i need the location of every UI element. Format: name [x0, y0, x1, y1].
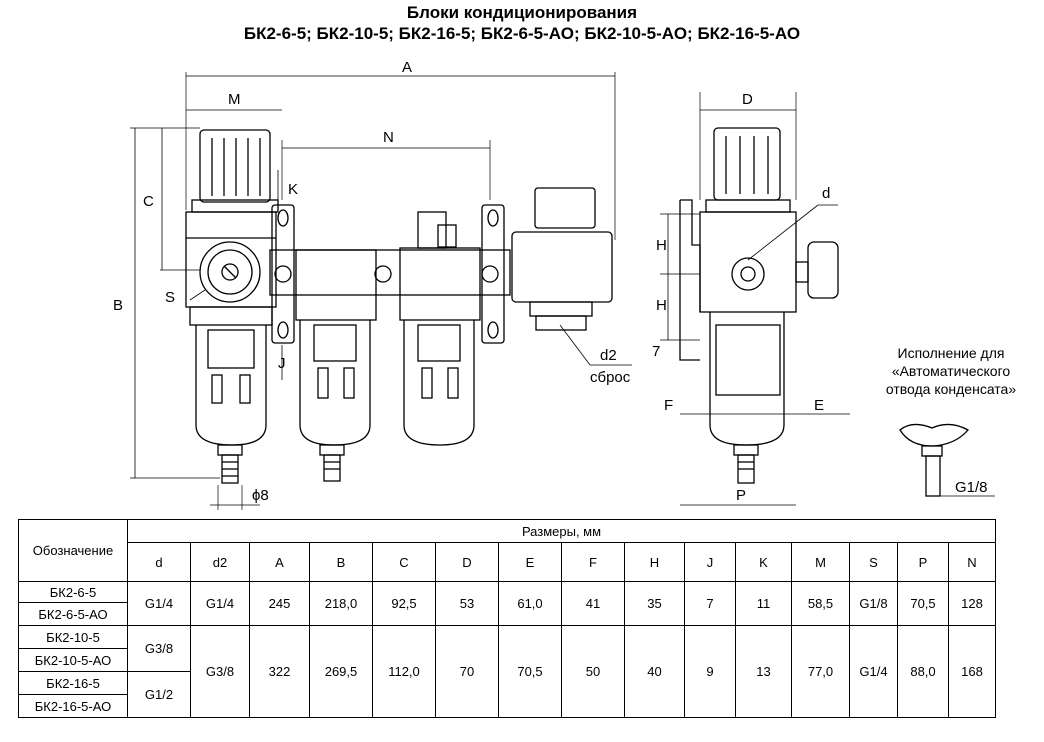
technical-drawing: A M N K C B S J ϕ8 d2 сброс D d H H 7 F … — [113, 59, 995, 510]
cell-D: 70 — [435, 625, 499, 718]
cell-A: 245 — [249, 581, 310, 626]
dim-M-label: M — [228, 91, 241, 108]
dim-K-label: K — [288, 181, 298, 198]
page-title: Блоки кондиционирования — [406, 3, 638, 22]
front-view — [130, 72, 632, 510]
designation-cell: БК2-6-5-АО — [18, 602, 128, 626]
col-header-N: N — [948, 542, 996, 582]
dim-B-label: B — [113, 297, 123, 314]
dim-F-label: F — [664, 397, 673, 414]
dim-7-label: 7 — [652, 343, 660, 360]
cell-P: 70,5 — [897, 581, 949, 626]
cell-D: 53 — [435, 581, 499, 626]
variant-note-line1: Исполнение для — [897, 345, 1005, 361]
cell-d: G3/8 — [127, 625, 191, 672]
col-header-F: F — [561, 542, 625, 582]
cell-M: 77,0 — [791, 625, 850, 718]
dim-phi8-label: ϕ8 — [252, 487, 269, 504]
drain-detail — [899, 423, 995, 497]
cell-B: 269,5 — [309, 625, 373, 718]
cell-H: 35 — [624, 581, 685, 626]
cell-N: 128 — [948, 581, 996, 626]
sizes-header: Размеры, мм — [127, 519, 996, 543]
cell-E: 70,5 — [498, 625, 562, 718]
dim-N-label: N — [383, 129, 394, 146]
variant-note-line2: «Автоматического — [891, 363, 1011, 379]
cell-F: 50 — [561, 625, 625, 718]
cell-d2: G1/4 — [190, 581, 250, 626]
dim-G18-label: G1/8 — [955, 479, 988, 496]
col-header-A: A — [249, 542, 310, 582]
cell-M: 58,5 — [791, 581, 850, 626]
cell-J: 9 — [684, 625, 736, 718]
col-header-K: K — [735, 542, 792, 582]
dim-d2-label: d2 — [600, 347, 617, 364]
col-header-S: S — [849, 542, 898, 582]
dim-d-label: d — [822, 185, 830, 202]
cell-S: G1/4 — [849, 625, 898, 718]
cell-H: 40 — [624, 625, 685, 718]
cell-S: G1/8 — [849, 581, 898, 626]
cell-K: 13 — [735, 625, 792, 718]
dim-S-label: S — [165, 289, 175, 306]
cell-K: 11 — [735, 581, 792, 626]
col-header-P: P — [897, 542, 949, 582]
col-header-J: J — [684, 542, 736, 582]
side-view — [660, 92, 850, 506]
designation-header: Обозначение — [18, 519, 128, 582]
col-header-E: E — [498, 542, 562, 582]
col-header-M: M — [791, 542, 850, 582]
cell-B: 218,0 — [309, 581, 373, 626]
cell-A: 322 — [249, 625, 310, 718]
designation-cell: БК2-10-5 — [18, 625, 128, 649]
cell-C: 92,5 — [372, 581, 436, 626]
dim-A-label: A — [402, 59, 412, 76]
sbros-label: сброс — [590, 369, 631, 386]
cell-F: 41 — [561, 581, 625, 626]
col-header-B: B — [309, 542, 373, 582]
variant-note: Исполнение для «Автоматического отвода к… — [862, 344, 1040, 398]
cell-d2: G3/8 — [190, 625, 250, 718]
dimensions-table: Обозначение Размеры, мм d d2 A B C D E F… — [18, 519, 996, 718]
dim-D-label: D — [742, 91, 753, 108]
cell-d: G1/4 — [127, 581, 191, 626]
designation-cell: БК2-16-5-АО — [18, 694, 128, 718]
dim-P-label: P — [736, 487, 746, 504]
col-header-d2: d2 — [190, 542, 250, 582]
dim-H1-label: H — [656, 237, 667, 254]
designation-cell: БК2-6-5 — [18, 581, 128, 603]
dim-C-label: C — [143, 193, 154, 210]
cell-P: 88,0 — [897, 625, 949, 718]
col-header-C: C — [372, 542, 436, 582]
cell-d: G1/2 — [127, 671, 191, 718]
col-header-H: H — [624, 542, 685, 582]
designation-cell: БК2-10-5-АО — [18, 648, 128, 672]
dim-J-label: J — [278, 355, 286, 372]
col-header-D: D — [435, 542, 499, 582]
cell-J: 7 — [684, 581, 736, 626]
variant-note-line3: отвода конденсата» — [885, 381, 1017, 397]
col-header-d: d — [127, 542, 191, 582]
dim-E-label: E — [814, 397, 824, 414]
cell-E: 61,0 — [498, 581, 562, 626]
designation-cell: БК2-16-5 — [18, 671, 128, 695]
cell-C: 112,0 — [372, 625, 436, 718]
dim-H2-label: H — [656, 297, 667, 314]
page-subtitle: БК2-6-5; БК2-10-5; БК2-16-5; БК2-6-5-АО;… — [243, 24, 801, 43]
cell-N: 168 — [948, 625, 996, 718]
